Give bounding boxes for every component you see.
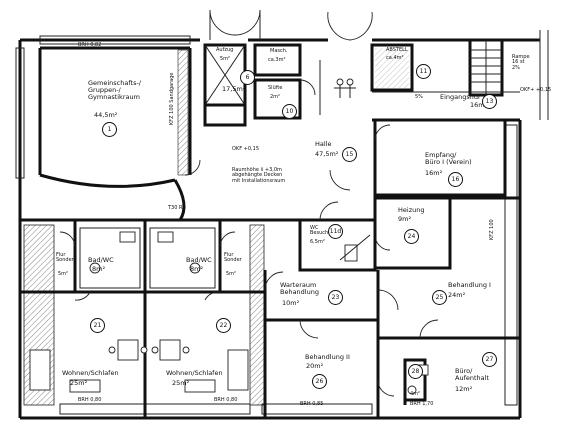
heating-number: 24 (404, 229, 419, 244)
office-number: 27 (482, 352, 497, 367)
people-symbols (334, 78, 356, 98)
visitor-wc-area: 6,5m² (310, 239, 325, 245)
entrance-number: 13 (482, 94, 497, 109)
corridor-left-area: 5m² (58, 271, 69, 277)
small-wc-number: 28 (408, 364, 423, 379)
living-right-number: 22 (216, 318, 231, 333)
stairs-area (370, 38, 520, 97)
corridor-right-label: Flur Sonder (224, 252, 242, 264)
treatment-1-label: Behandlung I (448, 281, 491, 289)
elevator-area: 5m² (220, 56, 231, 62)
entrance-area: 16m² (470, 101, 488, 109)
hall-number: 15 (342, 147, 357, 162)
units-walls (20, 218, 265, 418)
corridor-right-area: 5m² (226, 271, 237, 277)
abstell-area: ca.4m² (386, 55, 404, 61)
living-left-number: 21 (90, 318, 105, 333)
hall-label: Halle (315, 140, 332, 148)
reception-area: 16m² (425, 169, 443, 177)
abstell-label: ABSTELL (386, 47, 408, 53)
gemeinschaft-number: 1 (102, 122, 117, 137)
heating-area: 9m² (398, 215, 412, 223)
brh-bottom-right: BRH 0,85 (300, 401, 324, 407)
living-right-area: 25m² (172, 379, 190, 387)
small-wc-area: 4m² (410, 391, 421, 397)
gemeinschaft-label: Gemeinschafts-/ Gruppen-/ Gymnastikraum (88, 79, 141, 101)
visitor-wc-number: 11d (328, 224, 343, 239)
okf-hall: OKF +0,15 (232, 146, 260, 152)
reception-label: Empfang/ Büro I (Verein) (425, 151, 472, 166)
gemeinschaft-area: 44,5m² (94, 111, 118, 119)
visitor-wc-label: WC Besucher (310, 225, 334, 237)
living-left-area: 25m² (70, 379, 88, 387)
hall-area: 47,5m² (315, 150, 339, 158)
brh-bottom-left: BRH 0,80 (78, 397, 102, 403)
percent-label: 5% (415, 94, 423, 100)
office-area: 12m² (455, 385, 473, 393)
treatment-2-number: 26 (312, 374, 327, 389)
waiting-label: Warteraum Behandlung (280, 281, 319, 296)
brh-bottom-mid: BRH 0,80 (214, 397, 238, 403)
living-left-label: Wohnen/Schlafen (62, 369, 119, 377)
utility-rooms (253, 43, 321, 120)
treatment-1-area: 24m² (448, 291, 466, 299)
brh-bottom-far-right: BRH 1,70 (410, 401, 434, 407)
bath-right-area: 8m² (190, 265, 204, 273)
hall-note: Raumhöhe ii +3,0m abgehängte Decken mit … (232, 167, 286, 184)
treatment-2-area: 20m² (306, 362, 324, 370)
visitor-wc (298, 201, 377, 272)
masch-label: Masch. (270, 48, 288, 54)
gemeinschaft-walls (38, 46, 201, 188)
sluefte-number: 10 (282, 104, 297, 119)
bath-right-label: Bad/WC (186, 256, 212, 264)
treatment-2-label: Behandlung II (305, 353, 350, 361)
masch-area: ca.3m² (268, 57, 286, 63)
brh-top: BRH 0,82 (78, 42, 102, 48)
reception-number: 16 (448, 172, 463, 187)
heating-label: Heizung (398, 206, 425, 214)
elevator-label: Aufzug (216, 47, 234, 53)
hall-walls (173, 169, 351, 291)
furniture (29, 339, 249, 393)
ramp-label: Rampe 16 st 2% (512, 54, 530, 71)
t30-label: T30 RS (168, 205, 186, 211)
kfz-label: KFZ 100 Sandgarage (169, 72, 175, 126)
sluefte-area: 2m² (270, 94, 281, 100)
corridor-left-label: Flur Sonder (56, 252, 74, 264)
room-b-area: 17,5m² (222, 85, 246, 93)
bath-left-label: Bad/WC (88, 256, 114, 264)
elevator-number: 6 (240, 70, 255, 85)
okf-right: OKF+ +0,15 (520, 87, 552, 93)
living-right-label: Wohnen/Schlafen (166, 369, 223, 377)
kfz2-label: KFZ 100 (489, 219, 495, 240)
treatment-walls (263, 196, 520, 418)
entrance-doors (209, 9, 373, 41)
entrance-label: Eingangsflur (440, 93, 481, 101)
waiting-area: 10m² (282, 299, 300, 307)
waiting-number: 23 (328, 290, 343, 305)
bath-left-area: 8m² (92, 265, 106, 273)
sluefte-label: Slüfte (268, 85, 283, 91)
treatment-1-number: 25 (432, 290, 447, 305)
abstell-number: 11 (416, 64, 431, 79)
reception-walls (373, 118, 507, 197)
office-label: Büro/ Aufenthalt (455, 367, 489, 382)
